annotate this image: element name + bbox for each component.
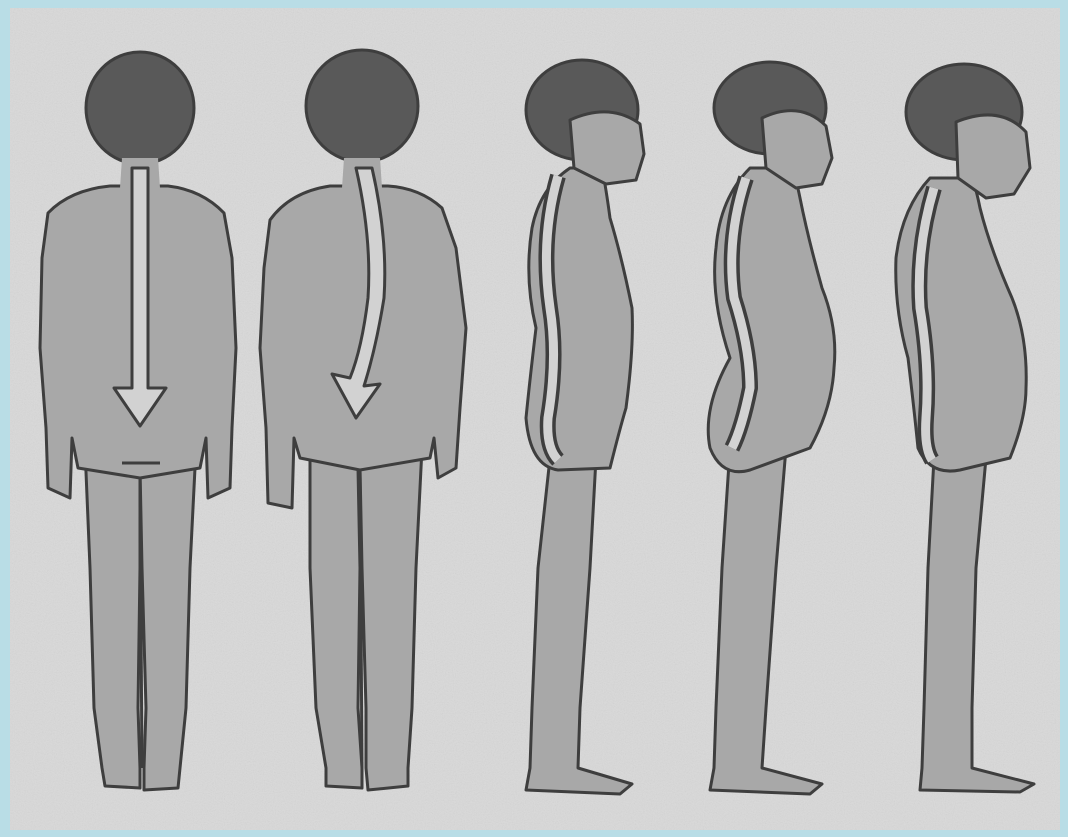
face	[570, 112, 644, 184]
posture-illustration	[10, 8, 1060, 830]
leg-divider	[140, 478, 142, 768]
head	[306, 50, 418, 162]
head	[86, 52, 194, 164]
face	[956, 115, 1030, 198]
leg-divider	[360, 470, 362, 768]
illustration-paper	[10, 8, 1060, 830]
